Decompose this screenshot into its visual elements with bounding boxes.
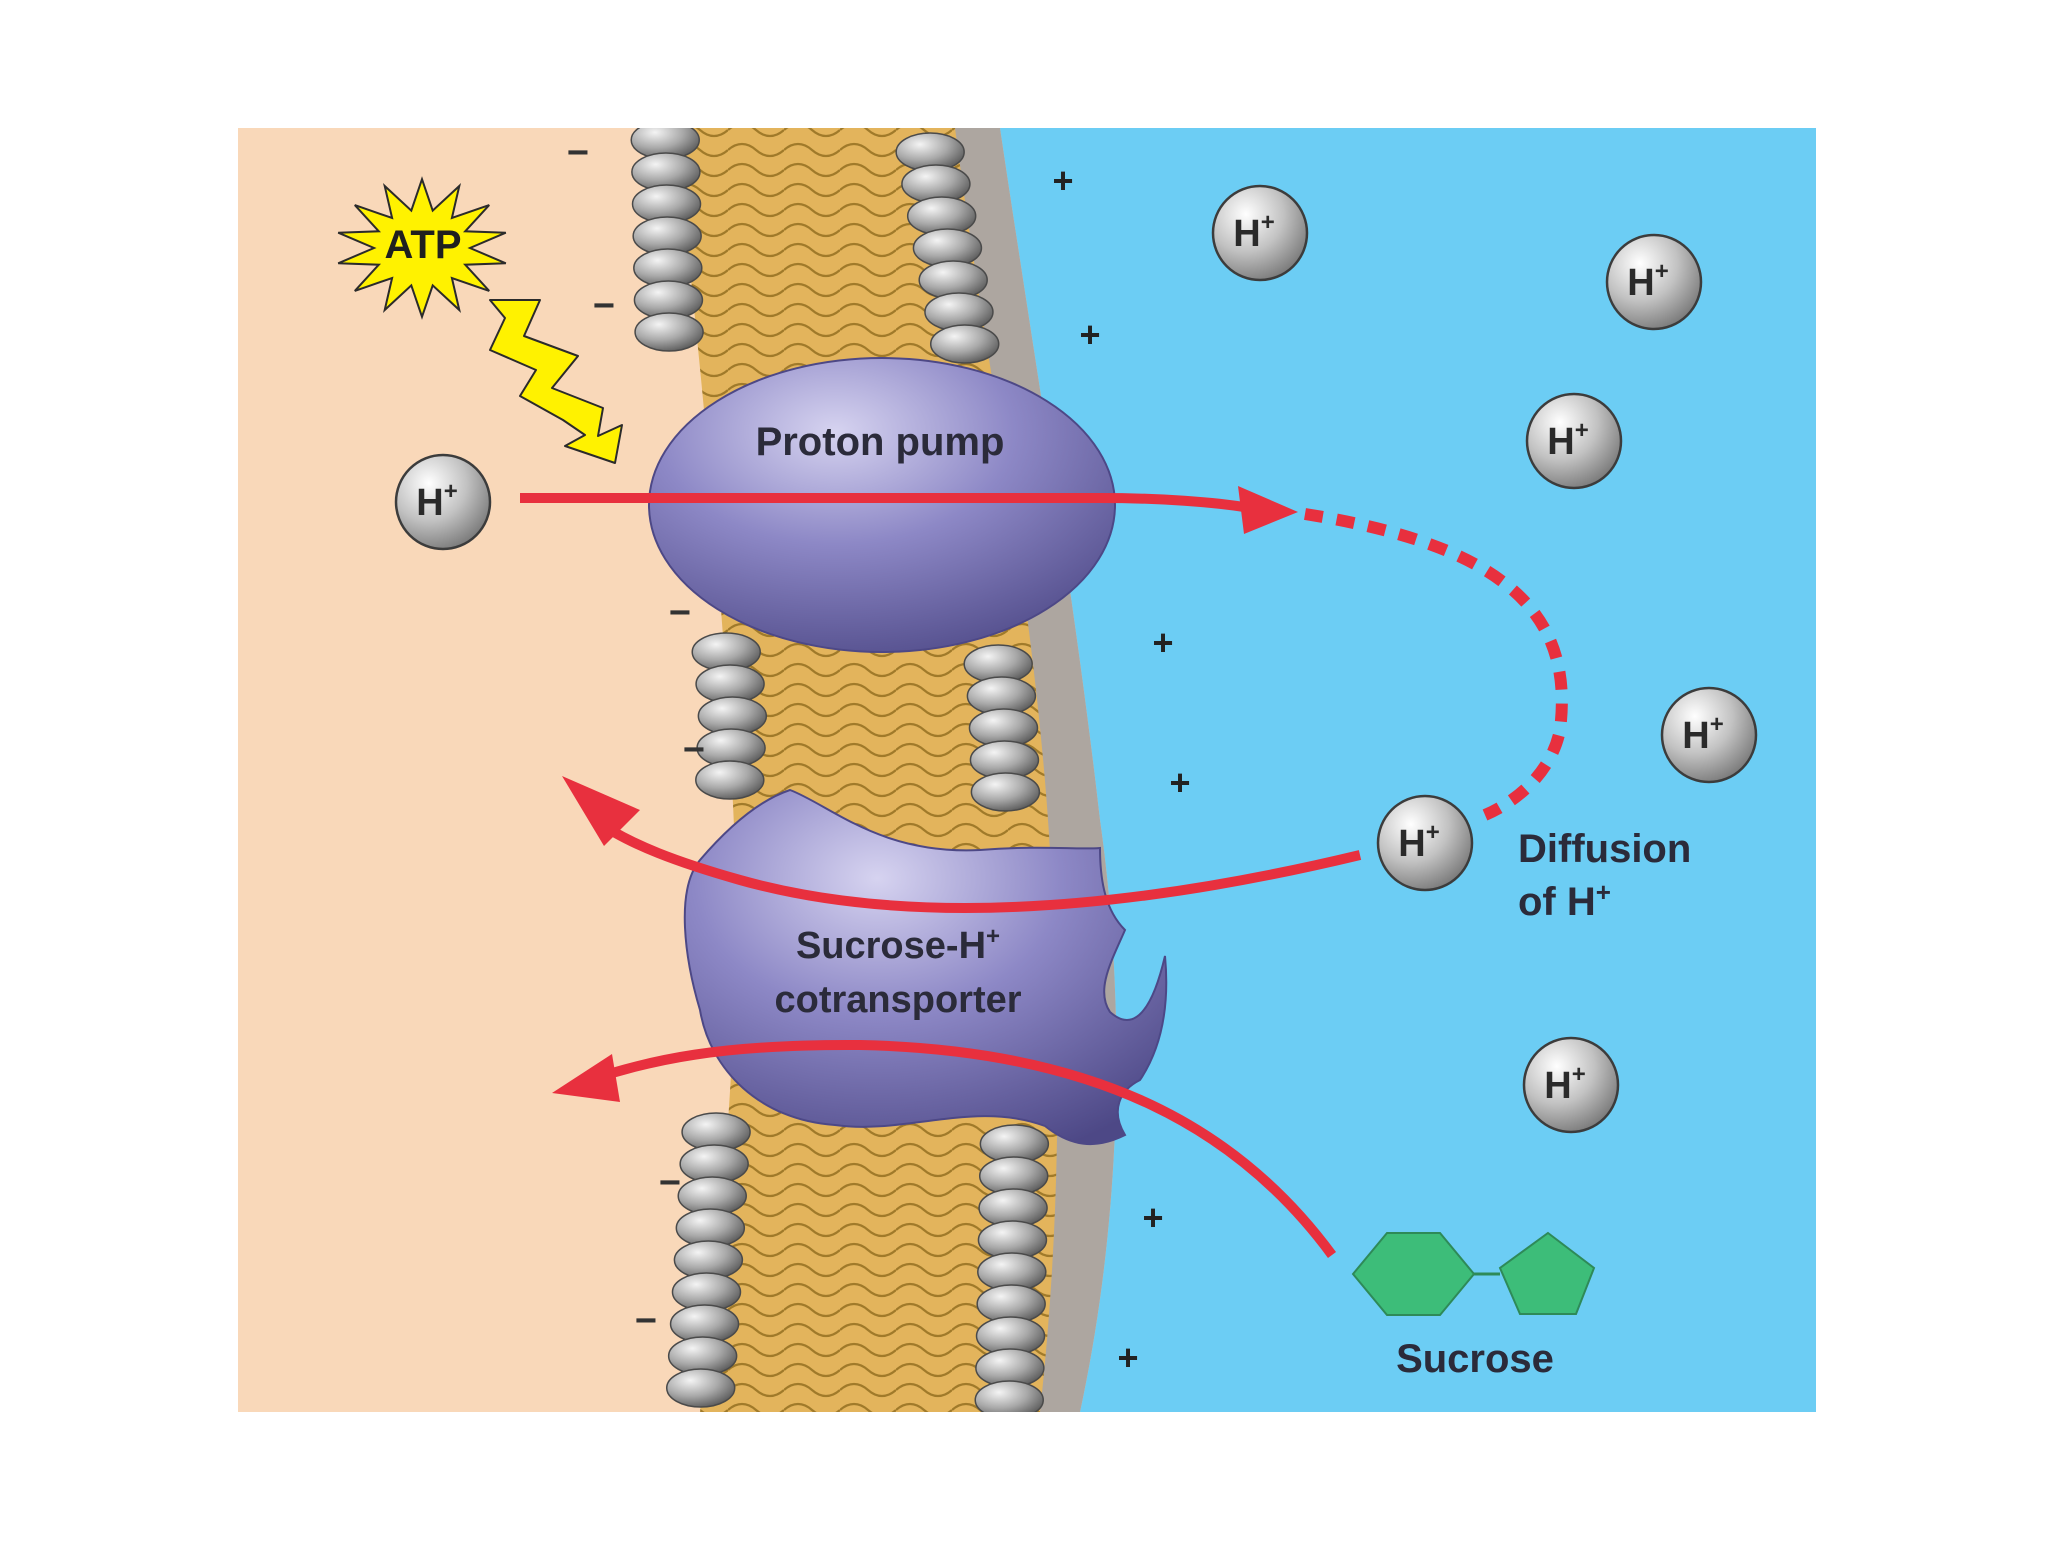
pumped-proton-arrowhead — [1238, 486, 1298, 534]
hydrogen-ion: H+ — [394, 453, 492, 551]
positive-charge: + — [1052, 160, 1073, 201]
hydrogen-ion: H+ — [1376, 794, 1474, 892]
hydrogen-ion: H+ — [1660, 686, 1758, 784]
hydrogen-ion: H+ — [1525, 392, 1623, 490]
proton-return-arrow — [592, 815, 1362, 913]
negative-charge: − — [635, 1300, 657, 1342]
atp-label: ATP — [384, 223, 461, 267]
hydrogen-ion-label: H+ — [1233, 209, 1274, 255]
sucrose-label: Sucrose — [1396, 1337, 1554, 1381]
hydrogen-ion-label: H+ — [1544, 1061, 1585, 1107]
phospholipid-head — [634, 312, 704, 352]
cotransporter-label-line2: cotransporter — [774, 979, 1021, 1021]
positive-charge: + — [1169, 762, 1190, 803]
proton-pump — [648, 357, 1116, 653]
diffusion-label-line2: of H+ — [1518, 877, 1611, 924]
hydrogen-ions: H+ H+ H+ H+ H+ H+ H+ — [394, 184, 1758, 1134]
atp-starburst — [337, 176, 507, 320]
phospholipid-head — [929, 324, 1000, 364]
negative-charge: − — [593, 285, 615, 327]
pumped-proton-arrow — [520, 493, 1251, 513]
proton-return-arrowhead — [562, 776, 640, 846]
phospholipid-heads — [630, 128, 1050, 1412]
proton-pump-label: Proton pump — [756, 420, 1005, 464]
hydrogen-ion-label: H+ — [416, 478, 457, 524]
phospholipid-head — [974, 1380, 1044, 1412]
cotransporter-label-line1: Sucrose-H+ — [796, 923, 1000, 967]
sucrose-cotransport-arrow — [588, 1039, 1337, 1258]
hydrogen-ion-label: H+ — [1627, 258, 1668, 304]
hydrogen-ion: H+ — [1522, 1036, 1620, 1134]
positive-charge: + — [1117, 1337, 1138, 1378]
positive-charge: + — [1152, 622, 1173, 663]
hydrogen-ion-label: H+ — [1547, 417, 1588, 463]
negative-charge: − — [659, 1162, 681, 1204]
sucrose-fructose-ring — [1498, 1231, 1596, 1315]
hydrogen-ion: H+ — [1605, 233, 1703, 331]
energy-bolt — [489, 299, 623, 464]
proton-diffusion-dashed-path — [1304, 508, 1568, 821]
phospholipid-head — [665, 1368, 736, 1408]
phospholipid-head — [695, 760, 765, 800]
positive-charge: + — [1079, 314, 1100, 355]
membrane-charges: − − − − − − + + + + + + — [567, 132, 1191, 1378]
sucrose-h-cotransporter — [683, 788, 1168, 1146]
positive-charge: + — [1142, 1197, 1163, 1238]
hydrogen-ion-label: H+ — [1682, 711, 1723, 757]
hydrogen-ion: H+ — [1211, 184, 1309, 282]
hydrogen-ion-label: H+ — [1398, 819, 1439, 865]
negative-charge: − — [567, 132, 589, 174]
sucrose-cotransport-arrowhead — [552, 1054, 620, 1102]
diffusion-label-line1: Diffusion — [1518, 827, 1691, 871]
negative-charge: − — [683, 729, 705, 771]
negative-charge: − — [669, 592, 691, 634]
phospholipid-head — [970, 772, 1041, 812]
